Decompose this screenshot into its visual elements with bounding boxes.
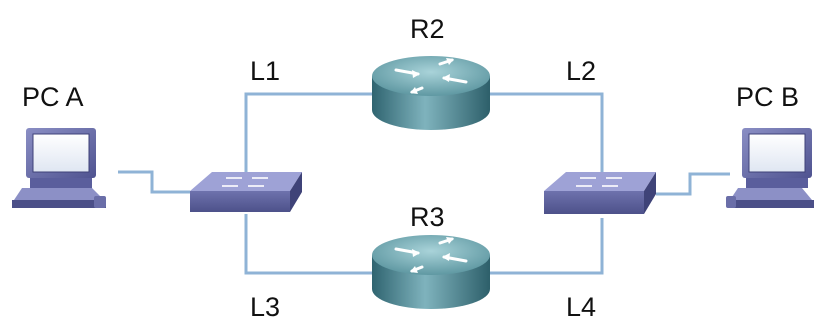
router-r3-icon <box>372 235 490 309</box>
link-l4-wire <box>490 218 604 275</box>
wires <box>118 92 730 275</box>
link-l1-wire <box>244 92 372 186</box>
pc-b-icon <box>726 128 814 208</box>
switch-b-icon <box>544 172 656 214</box>
pc-b-label: PC B <box>736 82 799 112</box>
pc-a-icon <box>12 128 106 208</box>
link-l3-label: L3 <box>250 292 280 322</box>
wire-pc-a-to-switch-a <box>118 170 190 194</box>
link-l2-wire <box>490 92 604 180</box>
link-l2-label: L2 <box>566 56 596 86</box>
router-r2-icon <box>372 56 490 130</box>
router-r2-label: R2 <box>410 14 445 44</box>
pc-a-label: PC A <box>22 82 84 112</box>
link-l1-label: L1 <box>250 56 280 86</box>
router-r3-label: R3 <box>410 202 445 232</box>
switch-a-icon <box>190 172 302 212</box>
wire-switch-b-to-pc-b <box>656 172 730 196</box>
link-l4-label: L4 <box>566 292 596 322</box>
link-l3-wire <box>244 214 372 275</box>
